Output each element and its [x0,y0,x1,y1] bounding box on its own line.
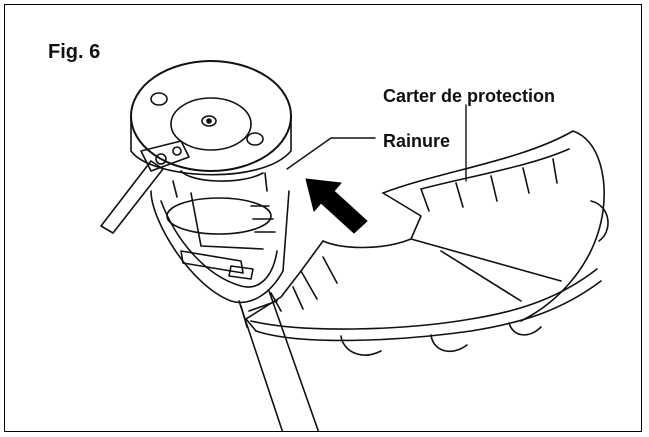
guard-label: Carter de protection [383,86,556,106]
figure-frame: Fig. 6 Carter de protection Rainure [4,4,642,432]
protective-guard [245,130,609,356]
shaft [238,290,320,431]
black-arrow-up-left-icon [305,178,368,234]
spool-head [130,60,292,198]
motor-housing [150,190,290,328]
line-cutter [100,140,190,234]
groove-leader-line [286,137,376,170]
groove-label: Rainure [383,131,451,151]
figure-title: Fig. 6 [48,41,101,63]
trimmer-illustration [100,60,609,431]
